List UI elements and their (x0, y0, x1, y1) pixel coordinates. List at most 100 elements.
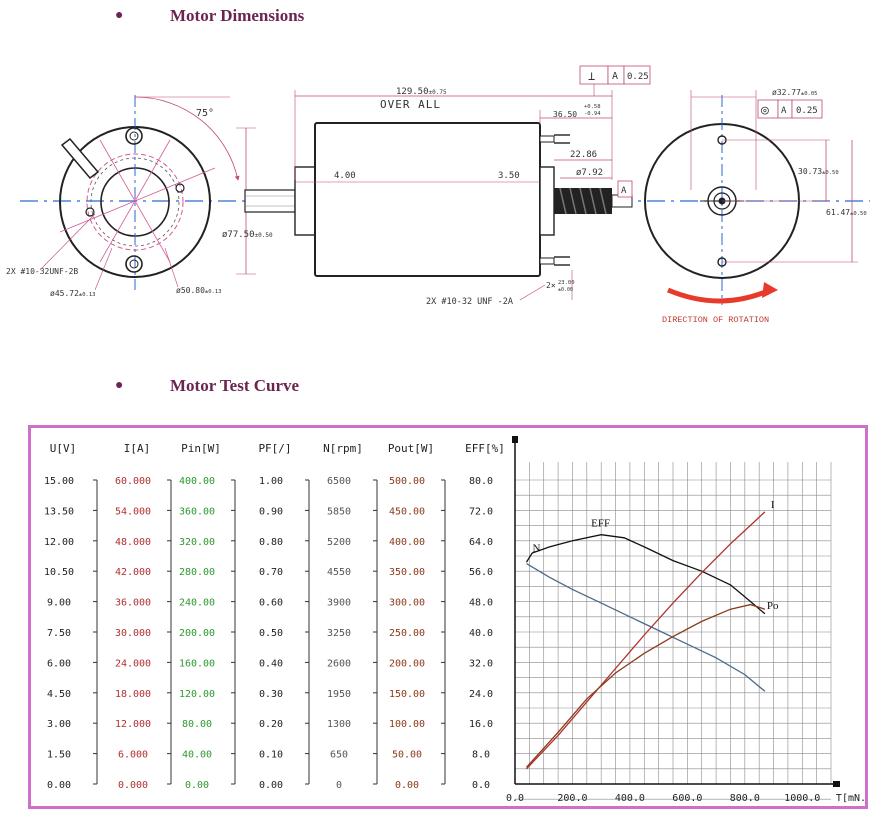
dim-61-47-tol: ±0.50 (850, 211, 867, 217)
stud-length: 23.00 (558, 280, 575, 286)
section-title: Motor Test Curve (170, 376, 300, 395)
axis-tick-label: 200.00 (389, 658, 425, 669)
dim-30-73: 30.73 (798, 167, 822, 176)
axis-tick-label: 12.000 (115, 719, 151, 730)
axis-tick-label: 64.0 (469, 537, 493, 548)
bullet-icon: ● (115, 8, 124, 23)
series-line-n (526, 563, 766, 692)
axis-header: Pout[W] (388, 442, 434, 455)
series-line-po (526, 603, 766, 768)
axis-tick-label: 120.00 (179, 689, 215, 700)
axis-tick-label: 1.00 (259, 476, 283, 487)
concentricity-tol: 0.25 (796, 106, 818, 116)
svg-text:ø50.80±0.13: ø50.80±0.13 (176, 286, 221, 295)
svg-text:30.73±0.50: 30.73±0.50 (798, 167, 839, 176)
axis-tick-label: 15.00 (44, 476, 74, 487)
axis-tick-label: 40.0 (469, 628, 493, 639)
series-label: N (532, 543, 540, 555)
svg-text:129.50±0.75: 129.50±0.75 (396, 87, 447, 97)
axis-tick-label: 6.00 (47, 658, 71, 669)
front-view: 75° ø77.50±0.50 2X #10-32UNF-2B ø45.72±0… (6, 95, 273, 298)
axis-header: EFF[%] (465, 442, 505, 455)
angle-label: 75° (196, 108, 214, 119)
axis-tick-label: 8.0 (472, 750, 490, 761)
svg-text:ø32.77±0.05: ø32.77±0.05 (772, 88, 817, 97)
axis-header: Pin[W] (181, 442, 221, 455)
dia-50-label: ø50.80 (176, 286, 205, 295)
axis-tick-label: 72.0 (469, 506, 493, 517)
shaft-tol-lower: -0.94 (584, 111, 601, 117)
dia-45-label: ø45.72 (50, 289, 79, 298)
x-tick-label: 1000.0 (784, 793, 820, 804)
x-tick-label: 400.0 (615, 793, 645, 804)
axis-tick-label: 450.00 (389, 506, 425, 517)
axis-tick-label: 2600 (327, 658, 351, 669)
axis-tick-label: 5200 (327, 537, 351, 548)
overall-length: 129.50 (396, 87, 429, 97)
axis-tick-label: 60.000 (115, 476, 151, 487)
series-label: I (771, 499, 775, 511)
x-tick-label: 200.0 (557, 793, 587, 804)
axis-tick-label: 0 (336, 780, 342, 791)
axis-tick-label: 3900 (327, 598, 351, 609)
axis-tick-label: 0.90 (259, 506, 283, 517)
axis-tick-label: 360.00 (179, 506, 215, 517)
dia-50-tol: ±0.13 (205, 289, 222, 295)
axis-header: PF[/] (258, 442, 291, 455)
svg-text:ø77.50±0.50: ø77.50±0.50 (222, 230, 273, 240)
dim-3-50: 3.50 (498, 171, 520, 181)
stud-tol: ±0.00 (558, 287, 573, 293)
rear-thread-label: 2X #10-32 UNF -2A (426, 297, 513, 307)
axis-tick-label: 0.20 (259, 719, 283, 730)
axis-tick-label: 5850 (327, 506, 351, 517)
axis-tick-label: 0.40 (259, 658, 283, 669)
series-label: EFF (591, 518, 610, 530)
axis-tick-label: 650 (330, 750, 348, 761)
axis-tick-label: 40.00 (182, 750, 212, 761)
axis-tick-label: 150.00 (389, 689, 425, 700)
section-header-dimensions: ● Motor Dimensions (115, 6, 304, 26)
x-axis-arrow-icon (833, 781, 840, 787)
overall-label: OVER ALL (380, 98, 441, 111)
axis-tick-label: 7.50 (47, 628, 71, 639)
axis-tick-label: 48.000 (115, 537, 151, 548)
dia-45-tol: ±0.13 (79, 292, 96, 298)
series-line-eff (525, 534, 766, 615)
y-axis-arrow-icon (512, 436, 518, 443)
axis-tick-label: 6.000 (118, 750, 148, 761)
axis-tick-label: 0.10 (259, 750, 283, 761)
concentricity-symbol: ◎ (761, 103, 769, 118)
axis-tick-label: 3250 (327, 628, 351, 639)
dim-22-86: 22.86 (570, 150, 597, 160)
axis-tick-label: 0.00 (259, 780, 283, 791)
dim-4-00: 4.00 (334, 171, 356, 181)
axis-tick-label: 300.00 (389, 598, 425, 609)
datum-a-box: A (621, 186, 627, 196)
rotation-label: DIRECTION OF ROTATION (662, 315, 769, 325)
axis-tick-label: 36.000 (115, 598, 151, 609)
x-tick-label: 600.0 (672, 793, 702, 804)
axis-header: I[A] (124, 442, 151, 455)
axis-tick-label: 4.50 (47, 689, 71, 700)
stud-multiplier: 2× (546, 281, 556, 290)
perpendicularity-symbol: ⊥ (588, 69, 595, 83)
shaft-length: 36.50 (553, 110, 577, 119)
dia-77-tol: ±0.50 (255, 232, 273, 239)
axis-tick-label: 18.000 (115, 689, 151, 700)
series-label: Po (767, 600, 779, 612)
axis-tick-label: 0.60 (259, 598, 283, 609)
axis-tick-label: 0.000 (118, 780, 148, 791)
axis-tick-label: 280.00 (179, 567, 215, 578)
side-view: 129.50±0.75 OVER ALL ⊥ A 0.25 36.50 +0.5… (244, 65, 651, 307)
axis-tick-label: 500.00 (389, 476, 425, 487)
svg-text:36.50: 36.50 (553, 110, 577, 119)
axis-tick-label: 1.50 (47, 750, 71, 761)
axis-tick-label: 250.00 (389, 628, 425, 639)
x-tick-label: 800.0 (730, 793, 760, 804)
svg-text:ø45.72±0.13: ø45.72±0.13 (50, 289, 95, 298)
axis-tick-label: 9.00 (47, 598, 71, 609)
axis-tick-label: 0.30 (259, 689, 283, 700)
dia-32-tol: ±0.05 (801, 91, 818, 97)
axis-header: U[V] (50, 442, 77, 455)
